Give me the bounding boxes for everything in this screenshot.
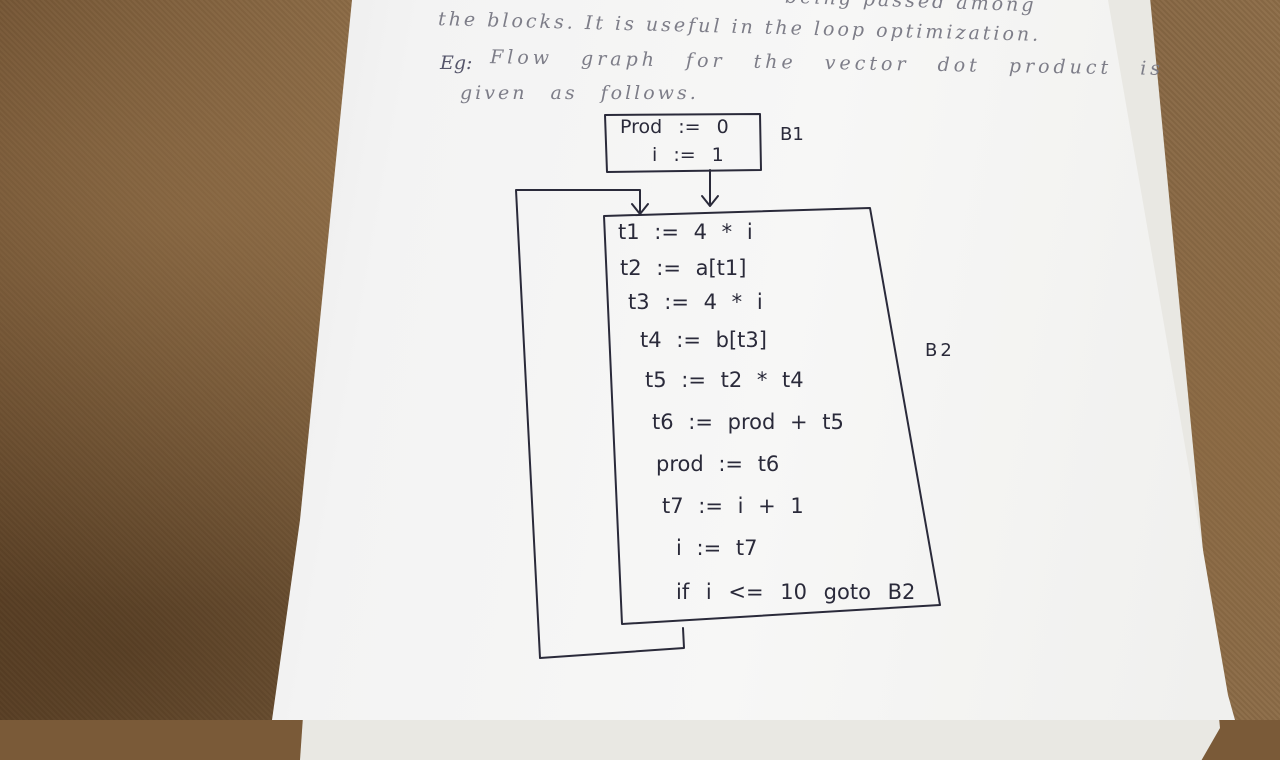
b2-statement: i := t7	[676, 536, 758, 560]
note-eg-prefix: Eg:	[440, 52, 473, 74]
paper-sheet	[272, 0, 1235, 720]
b2-statement: t4 := b[t3]	[640, 328, 767, 352]
b2-statement: t6 := prod + t5	[652, 410, 844, 434]
b2-statement: t7 := i + 1	[662, 494, 804, 518]
flow-graph-lines	[515, 113, 941, 659]
b2-statement: t1 := 4 * i	[618, 220, 753, 244]
b2-statement: prod := t6	[656, 452, 780, 476]
block-b2-label: B2	[925, 340, 955, 361]
block-b2-box	[603, 207, 941, 625]
b2-statement: t3 := 4 * i	[628, 290, 763, 314]
block-b1-box	[604, 113, 762, 173]
block-b1-label: B1	[780, 124, 804, 145]
b2-statement: t2 := a[t1]	[620, 256, 747, 280]
b1-statement: Prod := 0	[620, 116, 729, 138]
b2-statement: if i <= 10 goto B2	[676, 580, 916, 604]
loop-back-edge	[515, 189, 685, 659]
b2-statement: t5 := t2 * t4	[645, 368, 804, 392]
note-line-4: given as follows.	[460, 82, 699, 104]
b1-statement: i := 1	[652, 144, 724, 166]
